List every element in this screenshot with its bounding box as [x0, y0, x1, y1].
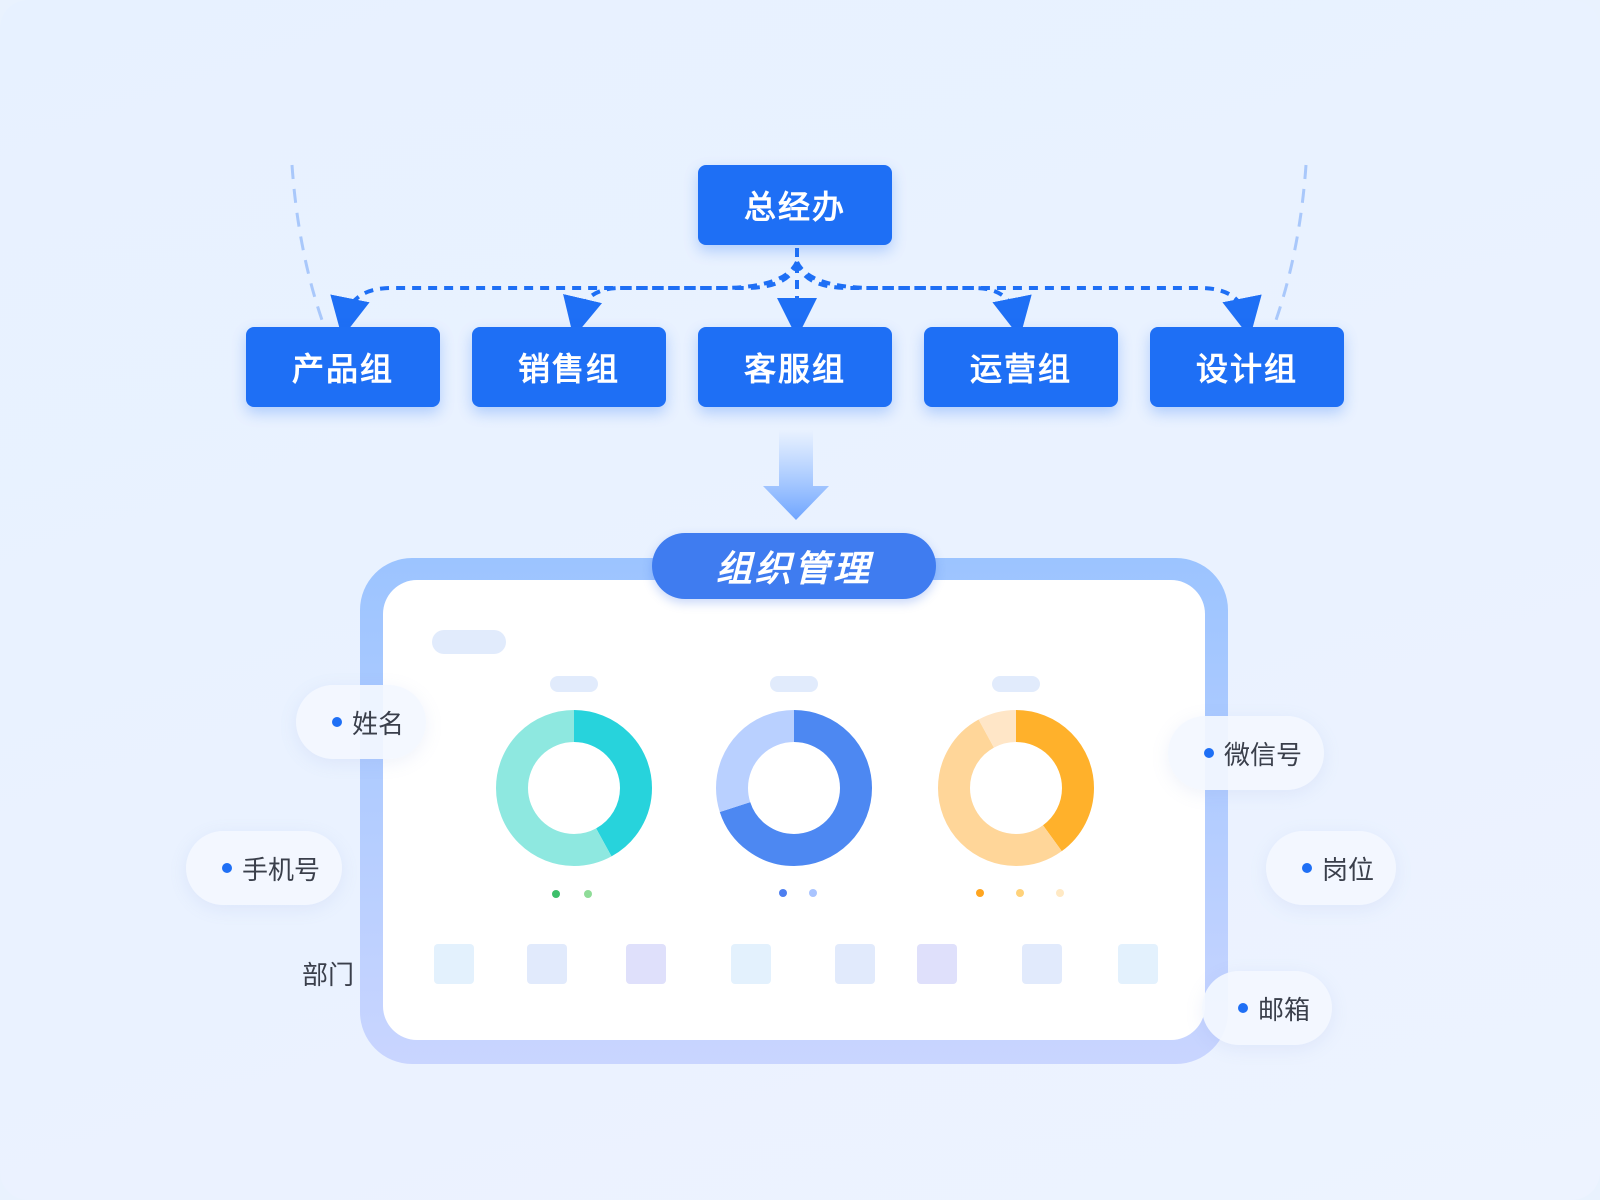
org-root-node[interactable]: 总经办: [698, 165, 892, 245]
link-sales: [563, 261, 799, 338]
placeholder-tile: [917, 944, 957, 984]
placeholder-tile: [434, 944, 474, 984]
org-node-design[interactable]: 设计组: [1150, 327, 1344, 407]
skeleton-label-2: [770, 676, 818, 692]
placeholder-tile: [1118, 944, 1158, 984]
field-tag-name: 姓名: [296, 685, 427, 759]
field-tag-label: 姓名: [352, 709, 405, 740]
field-tag-position: 岗位: [1266, 831, 1397, 905]
skeleton-label-1: [550, 676, 598, 692]
legend-dot: [779, 889, 787, 897]
skeleton-header: [432, 630, 506, 654]
placeholder-tile: [1022, 944, 1062, 984]
placeholder-tile: [835, 944, 875, 984]
legend-dot: [584, 890, 592, 898]
legend-dot: [976, 889, 984, 897]
field-tag-label: 邮箱: [1258, 995, 1311, 1026]
donut-chart-1: [496, 710, 652, 866]
field-tag-wechat: 微信号: [1168, 716, 1325, 790]
bullet-icon: [222, 863, 232, 873]
donut-segment: [938, 710, 1094, 866]
link-product: [330, 261, 799, 338]
placeholder-tile: [626, 944, 666, 984]
donut-segment: [938, 710, 1094, 866]
org-node-sales[interactable]: 销售组: [472, 327, 666, 407]
down-arrow-icon: [763, 430, 829, 520]
field-tag-label: 手机号: [242, 855, 321, 886]
donut-chart-3: [938, 710, 1094, 866]
legend-dot: [1016, 889, 1024, 897]
legend-dot: [552, 890, 560, 898]
left-decor-dashed-line: [290, 164, 324, 321]
field-label-department: 部门: [302, 961, 355, 991]
donut-segment: [496, 710, 652, 866]
org-node-ops[interactable]: 运营组: [924, 327, 1118, 407]
field-tag-email: 邮箱: [1202, 971, 1333, 1045]
donut-segment: [716, 710, 872, 866]
right-decor-dashed-line: [1274, 164, 1308, 321]
field-tag-label: 岗位: [1322, 855, 1375, 886]
org-node-product[interactable]: 产品组: [246, 327, 440, 407]
field-tag-label: 微信号: [1224, 740, 1303, 771]
org-node-service[interactable]: 客服组: [698, 327, 892, 407]
bullet-icon: [1204, 748, 1214, 758]
field-tag-phone: 手机号: [186, 831, 343, 905]
placeholder-tile: [731, 944, 771, 984]
donut-chart-2: [716, 710, 872, 866]
bullet-icon: [1302, 863, 1312, 873]
link-design: [795, 261, 1262, 338]
bullet-icon: [332, 717, 342, 727]
skeleton-label-3: [992, 676, 1040, 692]
module-title-banner: 组织管理: [652, 533, 936, 599]
placeholder-tile: [527, 944, 567, 984]
legend-dot: [1056, 889, 1064, 897]
link-ops: [795, 261, 1032, 338]
legend-dot: [809, 889, 817, 897]
bullet-icon: [1238, 1003, 1248, 1013]
